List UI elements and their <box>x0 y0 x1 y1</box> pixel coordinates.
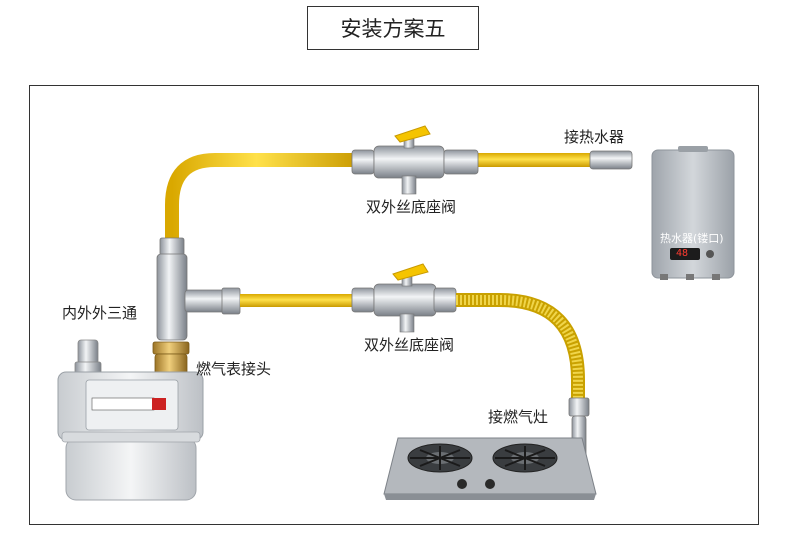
gas-stove <box>383 437 597 500</box>
upper-valve-body <box>373 145 445 179</box>
label-valve-lower: 双外丝底座阀 <box>364 336 455 354</box>
right-burner <box>492 443 558 473</box>
upper-hose-right-segment <box>478 153 596 167</box>
tee-vertical-body <box>156 253 188 341</box>
tee-upper-nut <box>159 237 185 257</box>
label-meter-joint: 燃气表接头 <box>196 360 272 378</box>
label-valve-upper: 双外丝底座阀 <box>366 198 457 216</box>
right-knob <box>485 479 495 489</box>
lower-hose-segment <box>240 294 355 307</box>
water-heater <box>651 146 735 280</box>
heater-inlet-fitting <box>589 150 633 170</box>
gas-meter <box>57 339 204 501</box>
diagram-title: 安装方案五 <box>307 6 479 50</box>
label-water-heater-connection: 接热水器 <box>564 128 625 146</box>
upper-valve-right-nut <box>443 149 479 175</box>
tee-side-nut <box>221 287 241 315</box>
stove-hose-nut <box>568 397 590 417</box>
upper-valve-handle <box>394 125 431 143</box>
meter-joint-nut <box>152 341 190 355</box>
lower-valve-body <box>373 283 437 317</box>
lower-valve-base <box>399 313 415 333</box>
left-burner <box>407 443 473 473</box>
upper-valve-base <box>401 175 417 195</box>
water-heater-panel-label: 热水器(镂口) <box>660 232 724 245</box>
diagram-frame <box>29 85 759 525</box>
lower-valve-left-nut <box>351 287 375 313</box>
label-tee: 内外外三通 <box>62 304 138 322</box>
label-stove-connection: 接燃气灶 <box>488 408 549 426</box>
upper-gas-hose <box>165 153 367 249</box>
lower-valve-right-nut <box>433 287 457 313</box>
left-knob <box>457 479 467 489</box>
tee-side-arm <box>184 289 226 313</box>
water-heater-display: 48 <box>676 248 689 259</box>
lower-valve-handle <box>392 263 429 281</box>
upper-valve-left-nut <box>351 149 375 175</box>
